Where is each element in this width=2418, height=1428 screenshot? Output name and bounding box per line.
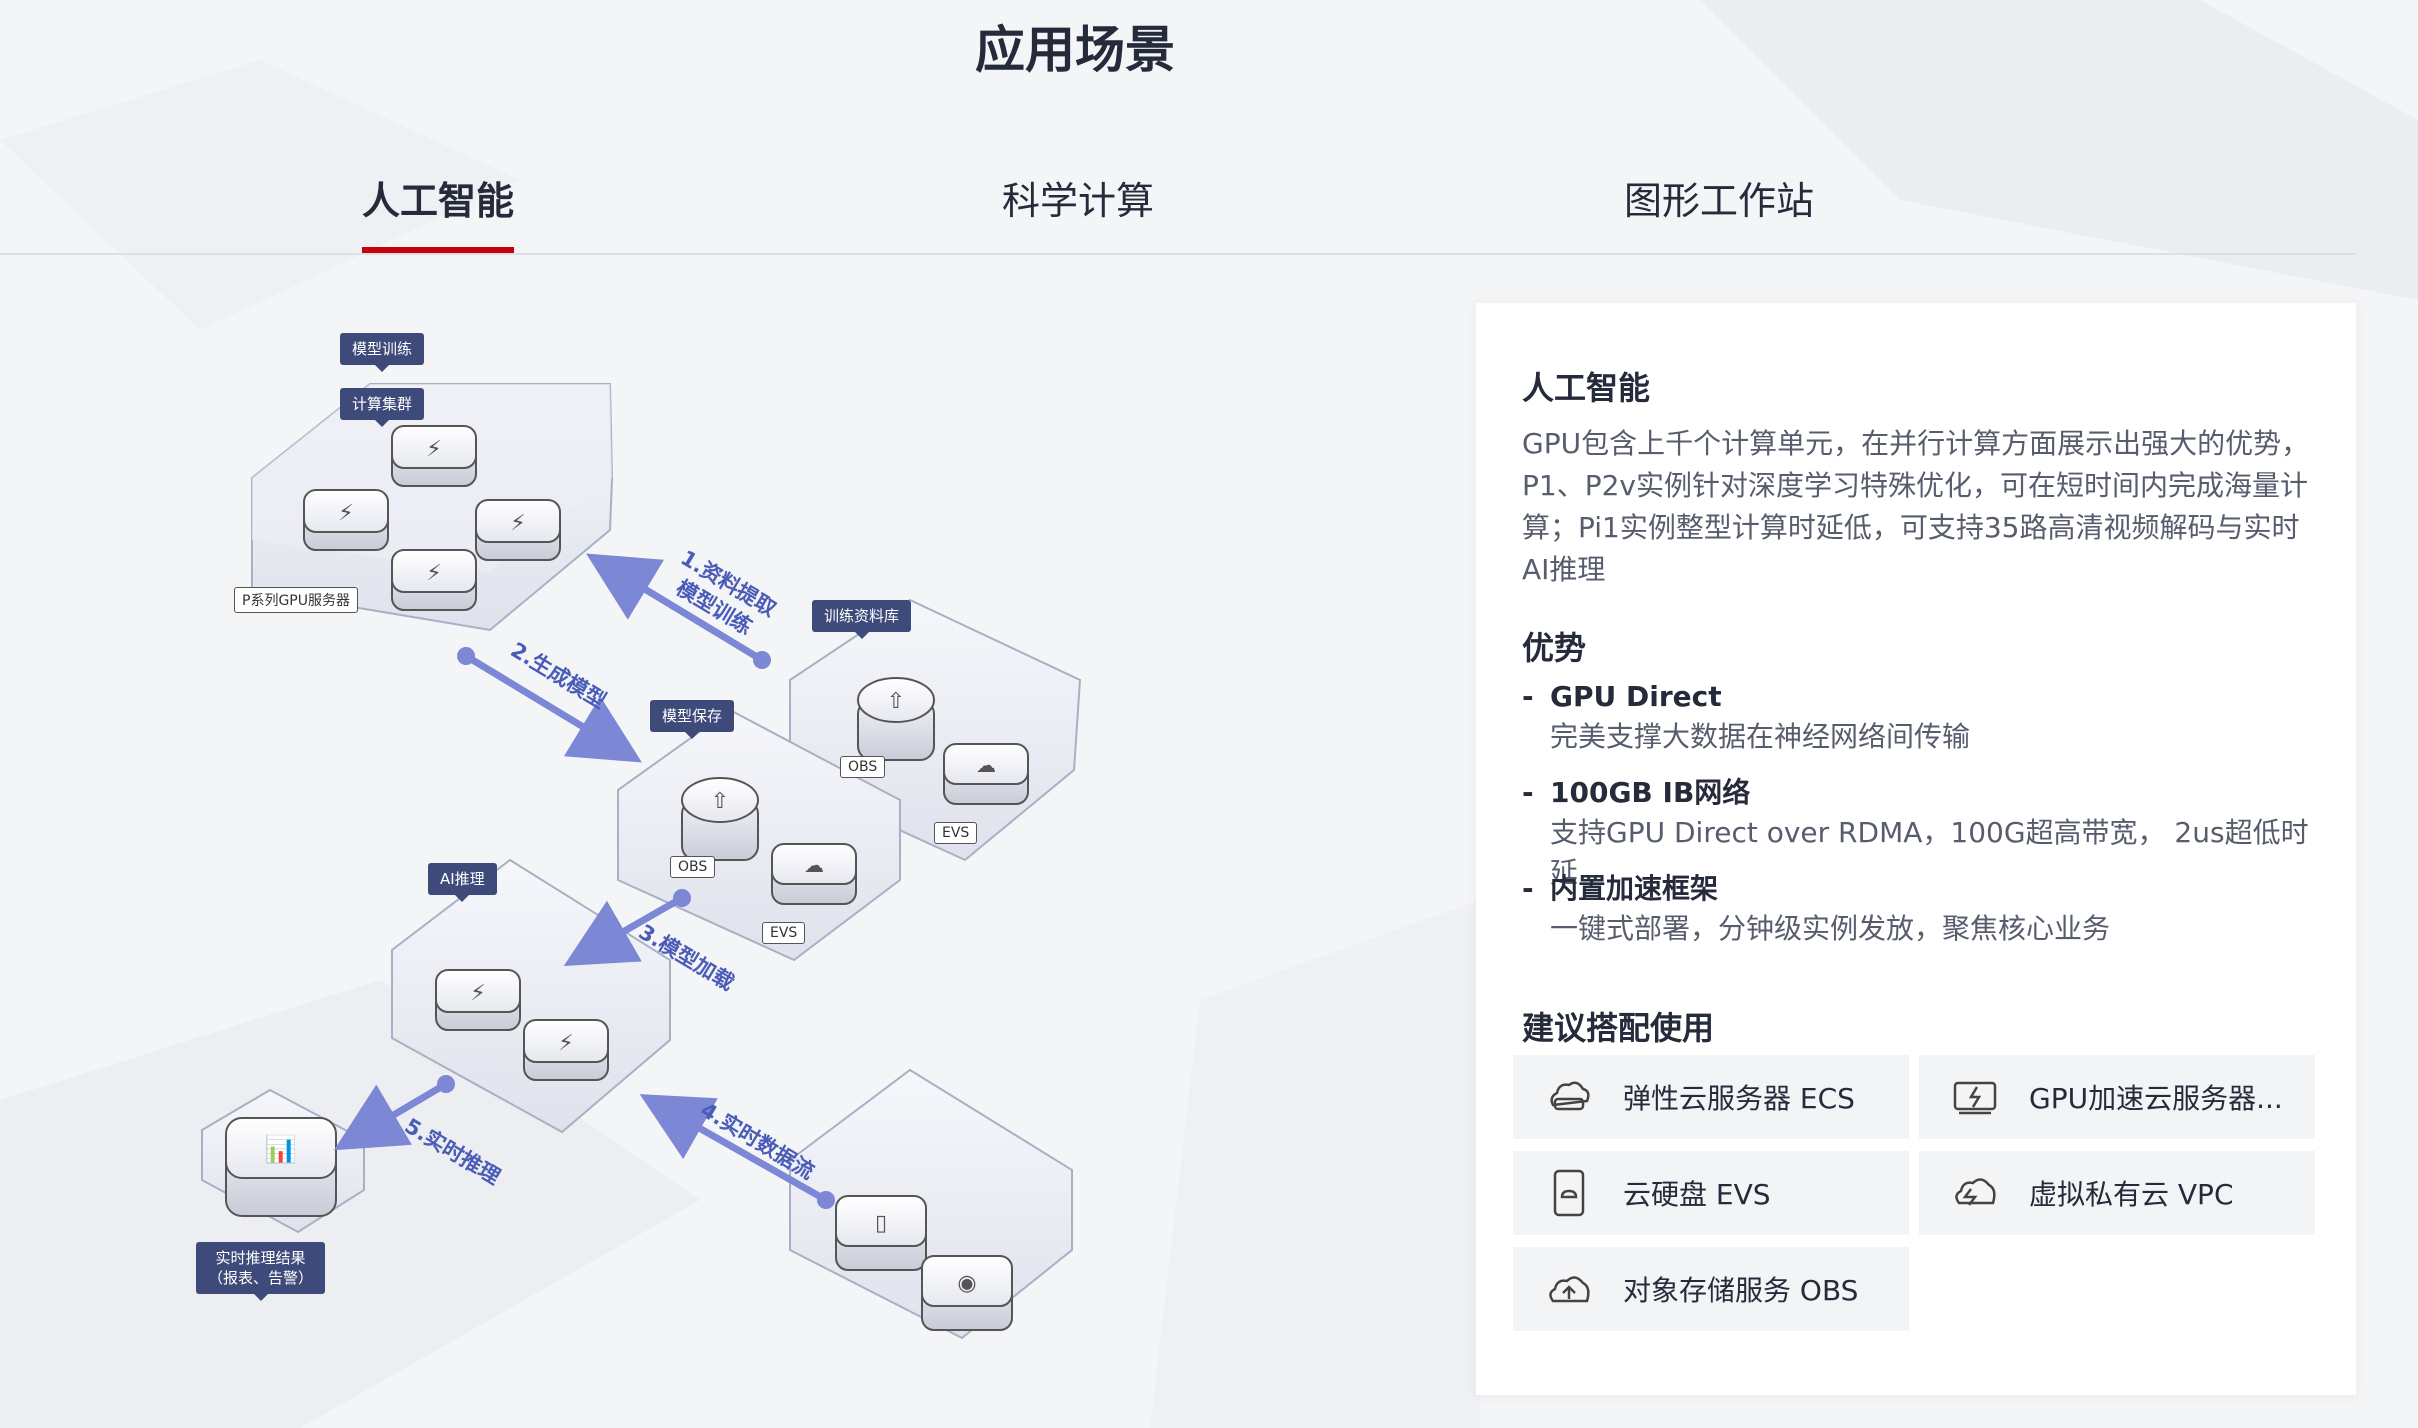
advantage-item: -内置加速框架 一键式部署，分钟级实例发放，聚焦核心业务 — [1522, 869, 2322, 949]
scenario-detail-panel: 人工智能 GPU包含上千个计算单元，在并行计算方面展示出强大的优势，P1、P2v… — [1476, 303, 2356, 1395]
label-gpu-server: P系列GPU服务器 — [234, 587, 358, 613]
advantage-dash: - — [1522, 680, 1534, 713]
product-vpc[interactable]: 虚拟私有云 VPC — [1919, 1151, 2315, 1235]
tag-realtime-result: 实时推理结果 （报表、告警） — [196, 1242, 326, 1301]
camera-box: ◉ — [921, 1255, 1013, 1331]
evs-storage-box: ☁ — [943, 743, 1029, 805]
svg-text:☁: ☁ — [976, 753, 996, 777]
advantage-dash: - — [1522, 776, 1534, 809]
diagram-graphics: ⚡ ⚡ ⚡ ⚡ ⇧ ☁ ⇧ ☁ ⚡ ⚡ ▯ ◉ 📊 — [201, 383, 1082, 1340]
gpu-server-box: ⚡ — [391, 425, 477, 487]
svg-text:⚡: ⚡ — [510, 511, 525, 536]
gpu-server-box: ⚡ — [303, 489, 389, 551]
product-ecs[interactable]: 弹性云服务器 ECS — [1513, 1055, 1909, 1139]
device-box: ▯ — [835, 1195, 927, 1271]
panel-description: GPU包含上千个计算单元，在并行计算方面展示出强大的优势，P1、P2v实例针对深… — [1522, 427, 2310, 586]
svg-text:☁: ☁ — [804, 853, 824, 877]
product-label: GPU加速云服务器... — [2029, 1082, 2283, 1115]
advantage-item: -100GB IB网络 支持GPU Direct over RDMA，100G超… — [1522, 773, 2322, 893]
svg-text:⇧: ⇧ — [711, 789, 729, 814]
label-evs: EVS — [934, 822, 978, 844]
ai-architecture-diagram: ⚡ ⚡ ⚡ ⚡ ⇧ ☁ ⇧ ☁ ⚡ ⚡ ▯ ◉ 📊 模型训练 计算集群 训练资料… — [170, 300, 1180, 1400]
evs-icon — [1553, 1169, 1585, 1217]
advantage-desc: 完美支撑大数据在神经网络间传输 — [1550, 720, 1971, 753]
gpu-icon — [1953, 1081, 1997, 1115]
tag-model-save: 模型保存 — [650, 700, 735, 739]
advantages-title: 优势 — [1522, 629, 1587, 667]
gpu-server-box: ⚡ — [523, 1019, 609, 1081]
product-label: 弹性云服务器 ECS — [1623, 1082, 1855, 1115]
svg-text:📊: 📊 — [265, 1134, 297, 1165]
tab-scientific-computing[interactable]: 科学计算 — [1002, 179, 1155, 223]
svg-text:⚡: ⚡ — [426, 437, 441, 462]
panel-title: 人工智能 — [1522, 369, 1651, 407]
svg-text:⇧: ⇧ — [887, 689, 905, 714]
tag-ai-inference: AI推理 — [428, 863, 497, 902]
tag-compute-cluster: 计算集群 — [340, 388, 425, 427]
gpu-server-box: ⚡ — [391, 549, 477, 611]
tag-training-dataset: 训练资料库 — [812, 600, 912, 639]
result-report-box: 📊 — [225, 1117, 337, 1217]
label-obs: OBS — [840, 756, 886, 778]
advantage-desc: 支持GPU Direct over RDMA，100G超高带宽， 2us超低时延 — [1550, 816, 2309, 889]
product-label: 云硬盘 EVS — [1623, 1178, 1771, 1211]
obs-storage-box: ⇧ — [681, 777, 759, 861]
advantage-dash: - — [1522, 872, 1534, 905]
tag-result-line-2: （报表、告警） — [208, 1269, 314, 1287]
gpu-server-box: ⚡ — [435, 969, 521, 1031]
svg-text:⚡: ⚡ — [470, 981, 485, 1006]
product-gpu[interactable]: GPU加速云服务器... — [1919, 1055, 2315, 1139]
svg-text:▯: ▯ — [875, 1211, 887, 1236]
obs-icon — [1549, 1276, 1590, 1303]
advantage-title: GPU Direct — [1550, 680, 1722, 713]
advantage-title: 100GB IB网络 — [1550, 776, 1751, 809]
svg-text:⚡: ⚡ — [426, 561, 441, 586]
page-title: 应用场景 — [975, 21, 1175, 79]
product-label: 虚拟私有云 VPC — [2029, 1178, 2234, 1211]
label-obs: OBS — [670, 856, 716, 878]
step-arrows — [333, 553, 835, 1209]
scenario-tabs: 人工智能 科学计算 图形工作站 — [0, 160, 2356, 255]
obs-storage-box: ⇧ — [857, 677, 935, 761]
tag-model-training: 模型训练 — [340, 333, 425, 372]
advantage-desc: 一键式部署，分钟级实例发放，聚焦核心业务 — [1550, 912, 2111, 945]
ecs-icon — [1550, 1081, 1590, 1111]
product-evs[interactable]: 云硬盘 EVS — [1513, 1151, 1909, 1235]
vpc-icon — [1955, 1178, 1996, 1206]
tag-result-line-1: 实时推理结果 — [215, 1249, 306, 1267]
svg-text:⚡: ⚡ — [558, 1031, 573, 1056]
tab-graphics-workstation[interactable]: 图形工作站 — [1624, 179, 1815, 223]
label-evs: EVS — [762, 922, 806, 944]
recommend-title: 建议搭配使用 — [1522, 1009, 1715, 1047]
tab-ai[interactable]: 人工智能 — [362, 170, 515, 253]
svg-text:⚡: ⚡ — [338, 501, 353, 526]
svg-text:◉: ◉ — [957, 1271, 976, 1296]
advantage-title: 内置加速框架 — [1550, 872, 1719, 905]
product-obs[interactable]: 对象存储服务 OBS — [1513, 1247, 1909, 1331]
advantage-item: -GPU Direct 完美支撑大数据在神经网络间传输 — [1522, 677, 2322, 757]
product-label: 对象存储服务 OBS — [1623, 1274, 1859, 1307]
evs-storage-box: ☁ — [771, 843, 857, 905]
gpu-server-box: ⚡ — [475, 499, 561, 561]
